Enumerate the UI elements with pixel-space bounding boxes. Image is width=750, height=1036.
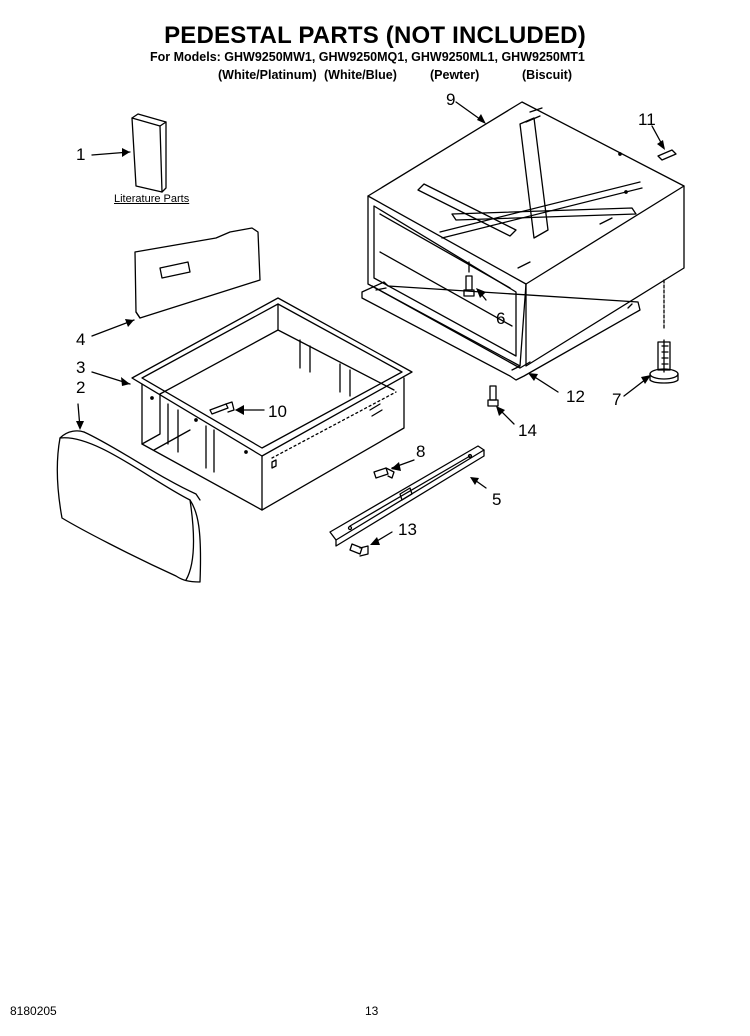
screw-10 [209, 401, 235, 415]
variant-pewter: (Pewter) [430, 68, 480, 82]
variant-white-blue: (White/Blue) [324, 68, 397, 82]
screw-14 [487, 385, 499, 407]
callout-1: 1 [76, 145, 86, 164]
pedestal-cabinet [367, 101, 685, 369]
panel-template [134, 227, 261, 319]
callout-11: 11 [638, 110, 656, 129]
leveling-leg [649, 279, 679, 384]
doc-number: 8180205 [10, 1004, 57, 1018]
page-number: 13 [365, 1004, 379, 1018]
callout-13: 13 [398, 520, 417, 539]
drawer-front [56, 430, 202, 583]
callout-12: 12 [566, 387, 585, 406]
callout-14: 14 [518, 421, 537, 440]
screw-6 [463, 261, 475, 297]
drawer-slide [329, 445, 485, 547]
variant-biscuit: (Biscuit) [522, 68, 572, 82]
page-title: PEDESTAL PARTS (NOT INCLUDED) [164, 22, 586, 49]
callout-4: 4 [76, 330, 86, 349]
callout-10: 10 [268, 402, 287, 421]
base-plate [361, 281, 641, 381]
callout-6: 6 [496, 309, 506, 328]
callout-3: 3 [76, 358, 86, 377]
models-line: For Models: GHW9250MW1, GHW9250MQ1, GHW9… [150, 50, 585, 64]
callout-8: 8 [416, 442, 426, 461]
screw-8 [373, 467, 395, 479]
callout-2: 2 [76, 378, 86, 397]
callout-5: 5 [492, 490, 502, 509]
literature-parts-label: Literature Parts [114, 193, 190, 205]
drawer-box [131, 297, 413, 511]
callout-9: 9 [446, 90, 456, 109]
screw-13 [349, 543, 369, 557]
literature-booklet [131, 113, 167, 193]
callout-7: 7 [612, 390, 622, 409]
variant-white-platinum: (White/Platinum) [218, 68, 317, 82]
clip-11 [657, 149, 677, 161]
